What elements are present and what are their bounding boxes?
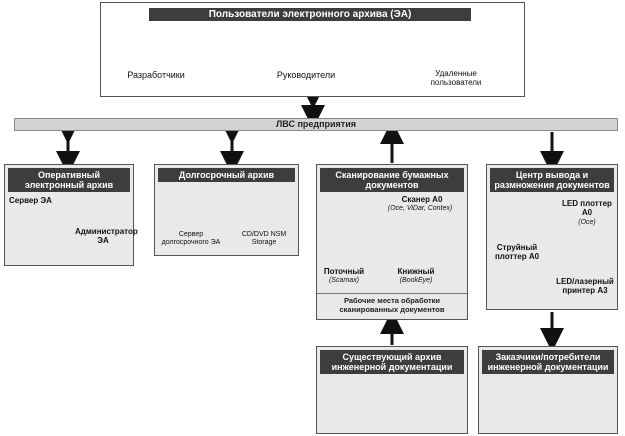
scanning-title: Сканирование бумажных документов <box>320 168 464 192</box>
users-box-title: Пользователи электронного архива (ЭА) <box>149 8 471 21</box>
long-archive-box: Долгосрочный архив Сервер долгосрочного … <box>154 164 299 256</box>
customers-title: Заказчики/потребители инженерной докумен… <box>482 350 614 374</box>
long-archive-title: Долгосрочный архив <box>158 168 295 182</box>
inkjet-plotter-label: Струйный плоттер А0 <box>494 243 540 261</box>
online-archive-box: Оперативный электронный архив Сервер ЭА … <box>4 164 138 266</box>
scanning-box: Сканирование бумажных документов Сканер … <box>316 164 468 320</box>
customers-box: Заказчики/потребители инженерной докумен… <box>478 346 618 434</box>
users-box: Пользователи электронного архива (ЭА) Ра… <box>100 2 525 97</box>
lan-label: ЛВС предприятия <box>275 119 357 129</box>
admin-label: Администратор ЭА <box>75 227 138 245</box>
led-plotter-model: (Oce) <box>578 219 596 226</box>
output-box: Центр вывода и размножения документов LE… <box>486 164 618 310</box>
laser-printer-label: LED/лазерный принтер А3 <box>556 277 614 295</box>
existing-archive-box: Существующий архив инженерной документац… <box>316 346 468 434</box>
scanner-a0-models: (Oce, ViDar, Contex) <box>387 205 453 212</box>
flow-scanner-model: (Scamax) <box>329 277 359 284</box>
managers-label: Руководители <box>276 70 336 80</box>
scanner-a0-label: Сканер А0 <box>401 195 443 204</box>
book-scanner-label: Книжный <box>397 267 435 276</box>
workplaces-label: Рабочие места обработки сканированных до… <box>317 293 467 319</box>
output-title: Центр вывода и размножения документов <box>490 168 614 192</box>
lan-bar: ЛВС предприятия <box>14 118 618 131</box>
storage-label: CD/DVD NSM Storage <box>241 231 287 246</box>
led-plotter-label: LED плоттер А0 <box>562 199 612 217</box>
online-archive-title: Оперативный электронный архив <box>8 168 130 192</box>
server-ea-label: Сервер ЭА <box>9 196 52 205</box>
flow-scanner-label: Поточный <box>323 267 365 276</box>
developers-label: Разработчики <box>127 70 185 80</box>
book-scanner-model: (BookEye) <box>399 277 433 284</box>
existing-archive-title: Существующий архив инженерной документац… <box>320 350 464 374</box>
remote-users-label: Удаленные пользователи <box>430 69 482 87</box>
long-server-label: Сервер долгосрочного ЭА <box>161 231 221 246</box>
